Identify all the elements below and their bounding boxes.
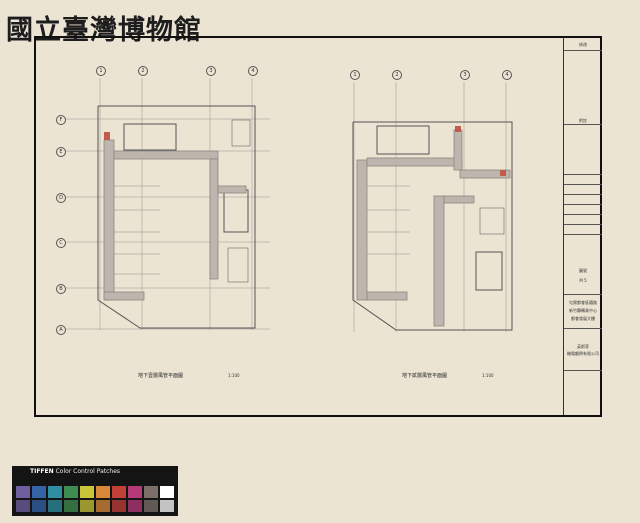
row-marker-b: B <box>56 284 66 294</box>
color-patch <box>128 486 142 498</box>
color-patch <box>128 500 142 512</box>
column-marker-1: 1 <box>96 66 106 76</box>
sheet-number: M 5 <box>579 278 587 283</box>
color-patch <box>80 500 94 512</box>
color-patch <box>96 486 110 498</box>
color-card-header: TIFFEN Color Control Patches <box>30 468 120 475</box>
drawing-title-b2: 地下貳層風管平面圖 <box>402 373 448 379</box>
remarks-header: 附註 <box>579 118 587 123</box>
color-patch <box>144 500 158 512</box>
row-marker-e: E <box>56 147 66 157</box>
color-patch <box>16 500 30 512</box>
project-line-2: 新竹縣轉乘中心 <box>569 308 597 313</box>
drawing-sheet-border <box>34 36 602 417</box>
color-patch <box>64 500 78 512</box>
drawing-scale-b1: 1:100 <box>228 373 240 378</box>
color-patch <box>48 486 62 498</box>
column-marker-3: 3 <box>206 66 216 76</box>
color-patch <box>112 486 126 498</box>
title-block: 修改 附註 圖號 M 5 屯實都會區鐵路 新竹縣轉乘中心 都會發展大樓 英斯菲 … <box>563 38 602 415</box>
museum-watermark: 國立臺灣博物館 <box>6 15 202 46</box>
project-line-1: 屯實都會區鐵路 <box>569 300 597 305</box>
drawing-scale-b2: 1:100 <box>482 373 494 378</box>
color-card-brand: TIFFEN <box>30 468 54 475</box>
color-patch <box>96 500 110 512</box>
drawing-title-b1: 地下壹層風管平面圖 <box>138 373 184 379</box>
row-marker-a: A <box>56 325 66 335</box>
row-marker-f: F <box>56 115 66 125</box>
column-marker-3b: 3 <box>460 70 470 80</box>
column-marker-4: 4 <box>248 66 258 76</box>
column-marker-1b: 1 <box>350 70 360 80</box>
color-patch <box>48 500 62 512</box>
color-control-card: TIFFEN Color Control Patches <box>12 466 178 516</box>
firm-name-1: 英斯菲 <box>577 344 589 349</box>
column-marker-4b: 4 <box>502 70 512 80</box>
project-line-3: 都會發展大樓 <box>571 316 595 321</box>
color-patch <box>160 500 174 512</box>
color-patch <box>64 486 78 498</box>
firm-name-2: 機電顧問有限公司 <box>567 351 599 356</box>
row-marker-c: C <box>56 238 66 248</box>
color-patch <box>32 500 46 512</box>
color-patch <box>16 486 30 498</box>
color-patch <box>160 486 174 498</box>
row-marker-d: D <box>56 193 66 203</box>
column-marker-2b: 2 <box>392 70 402 80</box>
revision-header: 修改 <box>579 42 587 47</box>
color-patch <box>112 500 126 512</box>
color-patch <box>32 486 46 498</box>
color-card-label: Color Control Patches <box>55 468 121 475</box>
color-patch <box>80 486 94 498</box>
color-patch <box>144 486 158 498</box>
column-marker-2: 2 <box>138 66 148 76</box>
sheet-number-label: 圖號 <box>579 268 587 273</box>
